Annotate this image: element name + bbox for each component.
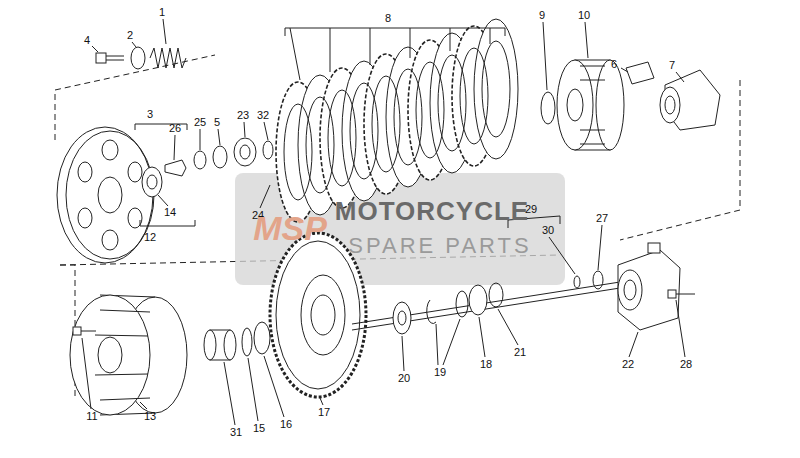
callout-number: 14 xyxy=(164,207,176,218)
spring xyxy=(150,48,186,68)
bearing xyxy=(469,285,487,315)
callout-number: 7 xyxy=(669,60,675,71)
callout-number: 16 xyxy=(280,419,292,430)
clutch-plate xyxy=(372,76,400,172)
washer xyxy=(131,47,145,69)
o-ring xyxy=(574,276,580,288)
callout-number: 10 xyxy=(578,10,590,21)
leader-lines xyxy=(82,19,685,425)
bolt xyxy=(73,327,96,335)
callout-number: 6 xyxy=(611,59,617,70)
callout-number: 13 xyxy=(144,411,156,422)
callout-number: 2 xyxy=(127,30,133,41)
callout-number: 22 xyxy=(622,359,634,370)
callout-number: 23 xyxy=(237,110,249,121)
callout-number: 19 xyxy=(434,367,446,378)
bearing xyxy=(234,138,256,166)
clutch-plate xyxy=(284,104,312,200)
clutch-plate xyxy=(306,97,334,193)
clutch-hub xyxy=(557,60,624,150)
clutch-plate xyxy=(438,55,466,151)
watermark-text: MOTORCYCLE xyxy=(335,198,529,224)
bolt xyxy=(96,53,124,63)
clutch-plate xyxy=(328,90,356,186)
cap-piece xyxy=(660,70,720,130)
callout-number: 5 xyxy=(214,117,220,128)
circlip xyxy=(263,141,273,159)
callout-number: 17 xyxy=(318,407,330,418)
slave-cylinder xyxy=(618,243,680,330)
circlip xyxy=(456,291,468,317)
callout-number: 31 xyxy=(230,427,242,438)
clutch-plate xyxy=(482,41,510,137)
ring xyxy=(489,283,503,307)
bearing xyxy=(142,167,162,197)
bearing xyxy=(147,175,157,189)
ring xyxy=(254,322,270,354)
callout-number: 3 xyxy=(147,109,153,120)
callout-number: 8 xyxy=(385,13,391,24)
bush xyxy=(204,330,236,360)
callout-number: 18 xyxy=(480,359,492,370)
bearing xyxy=(393,302,411,334)
clutch-plate xyxy=(416,62,444,158)
callout-number: 21 xyxy=(514,347,526,358)
callout-number: 20 xyxy=(398,373,410,384)
washer xyxy=(213,146,227,168)
callout-number: 12 xyxy=(144,232,156,243)
callout-number: 11 xyxy=(86,411,97,422)
watermark-logo: MSP xyxy=(253,211,327,245)
bracket xyxy=(285,28,505,80)
callout-number: 1 xyxy=(159,7,165,18)
callout-number: 30 xyxy=(542,225,554,236)
callout-number: 15 xyxy=(253,423,265,434)
bearing xyxy=(398,311,406,325)
circlip xyxy=(593,271,603,289)
clutch-plate xyxy=(350,83,378,179)
washer xyxy=(541,92,555,124)
o-ring xyxy=(194,151,206,169)
callout-number: 28 xyxy=(680,359,692,370)
clutch-plates xyxy=(276,19,518,222)
primary-gear xyxy=(270,233,366,397)
clutch-housing xyxy=(70,295,187,415)
ring xyxy=(242,328,252,356)
callout-number: 32 xyxy=(257,110,269,121)
bearing xyxy=(240,145,250,159)
callout-number: 27 xyxy=(596,213,608,224)
pushrod xyxy=(165,160,186,176)
clutch-plate xyxy=(394,69,422,165)
bracket xyxy=(140,220,195,226)
watermark-text: SPARE PARTS xyxy=(348,235,531,257)
circlip xyxy=(427,300,436,324)
callout-number: 26 xyxy=(169,123,181,134)
dashed-outline xyxy=(620,80,740,240)
callout-number: 9 xyxy=(539,10,545,21)
bolt xyxy=(668,290,695,298)
pushrod-shaft xyxy=(352,282,620,330)
pressure-plate xyxy=(57,127,154,263)
clutch-plate xyxy=(460,48,488,144)
rubber-block xyxy=(626,62,654,84)
callout-number: 25 xyxy=(194,117,206,128)
callout-number: 4 xyxy=(84,35,90,46)
